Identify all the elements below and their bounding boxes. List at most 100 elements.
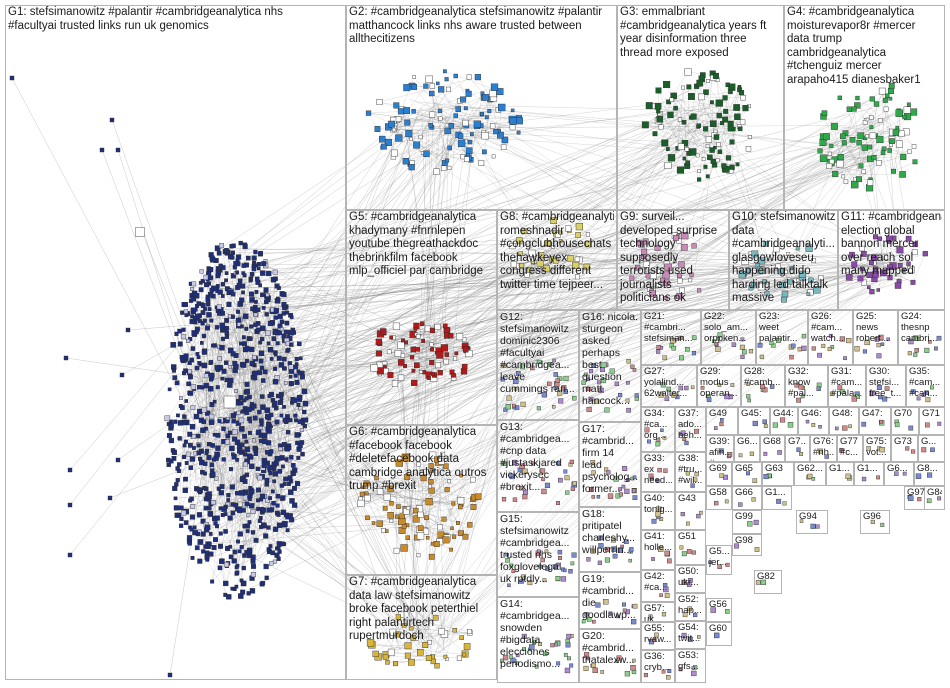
group-cell-g65: G65: [732, 462, 762, 486]
group-label: G38: #tru... #wil...: [678, 453, 703, 486]
group-label: G6...: [887, 463, 911, 474]
group-cell-g42: G42: #ca...: [641, 570, 675, 602]
group-cell-g69: G69: [706, 462, 732, 486]
group-cell-g57: G57: uk...: [641, 602, 675, 622]
group-cell-g11: G11: #cambridgeanalyt... election global…: [838, 210, 945, 310]
group-cell-g8: G8: #cambridgeanalytica romeshnadir #con…: [497, 210, 617, 310]
group-label: G36: cryb...: [644, 651, 672, 673]
group-cell-g19: G19: #cambrid... die goodlawp...: [579, 572, 641, 629]
group-cell-g25: G25: news robert...: [853, 310, 898, 365]
group-cell-g34: G34: #ca... org...: [641, 407, 675, 452]
group-label: G58: [709, 487, 729, 498]
group-label: G12: stefsimanowitz dominic2306 #faculty…: [500, 311, 576, 395]
group-cell-g47: G47:: [859, 407, 891, 435]
group-label: G55: rvaw...: [644, 623, 672, 645]
group-label: G45:: [741, 408, 767, 419]
group-label: G15: stefsimanowitz #cambridgea... trust…: [500, 513, 576, 585]
group-cell-g38: G38: #tru... #wil...: [675, 452, 706, 492]
group-cell-g53: G53: gfs...: [675, 649, 706, 683]
group-cell-g23: G23: weet palantir...: [756, 310, 808, 365]
group-cell-g68: G68: [760, 435, 785, 462]
group-label: G18: pritipatel charleshy... willperrin.…: [582, 508, 638, 556]
group-cell-g61: G6...: [734, 435, 760, 462]
group-label: G73: [894, 436, 915, 447]
group-cell-g60: G60: [706, 622, 732, 646]
group-cell-g51: G51: [675, 530, 706, 565]
group-cell-g43: G43: [675, 492, 706, 530]
group-label: G11: #cambridgeanalyt... election global…: [841, 211, 942, 279]
group-cell-g27: G27: yolalind... 62walter...: [641, 365, 697, 407]
group-cell-g59: G5... jer...: [706, 545, 732, 575]
group-label: G37: ado... beh...: [678, 408, 703, 441]
group-label: G43: [678, 493, 703, 504]
group-cell-g17: G17: #cambrid... firm 14 lead psycholog.…: [579, 422, 641, 507]
group-cell-g99: G99: [732, 510, 762, 534]
group-cell-g55: G55: rvaw...: [641, 622, 675, 650]
group-label: G82: [757, 571, 779, 582]
group-cell-g13: G13: #cambridgea... #cnp data #justaskja…: [497, 420, 579, 512]
group-cell-g35: G35: #cam... #can...: [906, 365, 945, 407]
group-cell-g44: G44:: [770, 407, 798, 435]
group-cell-g36: G36: cryb...: [641, 650, 675, 683]
group-cell-g4: G4: #cambridgeanalytica moisturevapor8r …: [784, 5, 945, 210]
group-cell-g76: G76: #nh...: [810, 435, 837, 462]
group-cell-g73: G73: [891, 435, 918, 462]
group-cell-g3: G3: emmalbriant #cambridgeanalytica year…: [617, 5, 784, 210]
group-label: G5... jer...: [709, 546, 729, 568]
group-label: G27: yolalind... 62walter...: [644, 366, 694, 399]
group-cell-g24: G24: thesnp cambri...: [898, 310, 945, 365]
group-label: G94: [799, 511, 825, 522]
group-label: G76: #nh...: [813, 436, 834, 458]
group-label: G77 #c...: [840, 436, 860, 458]
group-label: G10: stefsimanowitz data #cambridgeanaly…: [732, 211, 835, 306]
group-cell-g6x: G6...: [884, 462, 914, 486]
group-label: G1: stefsimanowitz #palantir #cambridgea…: [8, 6, 343, 33]
group-label: G35: #cam... #can...: [909, 366, 942, 399]
group-label: G68: [763, 436, 782, 447]
group-cell-g22: G22: solo_am... orppken...: [701, 310, 756, 365]
group-label: G...: [921, 436, 942, 447]
group-cell-g31: G31: #cam... #pala...: [828, 365, 866, 407]
group-label: G22: solo_am... orppken...: [704, 311, 753, 344]
group-label: G70: [894, 408, 916, 419]
group-label: G99: [735, 511, 759, 522]
group-label: G9: surveil... developed surprise techno…: [620, 211, 726, 306]
group-cell-g82: G82: [754, 570, 782, 594]
group-label: G56: [709, 599, 729, 610]
group-label: G30: stefsi... free_t...: [869, 366, 903, 399]
group-cell-g28: G28: #camb...: [741, 365, 785, 407]
group-cell-g18: G18: pritipatel charleshy... willperrin.…: [579, 507, 641, 572]
group-cell-g8x: G8...: [914, 462, 945, 486]
group-label: G46:: [801, 408, 826, 419]
group-cell-g71: G71: [919, 407, 945, 435]
group-label: G42: #ca...: [644, 571, 672, 593]
group-cell-g1c: G1...: [762, 486, 792, 510]
group-label: G33: ex need...: [644, 453, 672, 486]
group-label: G1...: [829, 463, 851, 474]
group-cell-g97: G97: [904, 486, 945, 510]
group-cell-g7: G7: #cambridgeanalytica data law stefsim…: [346, 575, 497, 680]
group-cell-g14: G14: #cambridgea... snowden #bigdata ele…: [497, 597, 579, 683]
group-label: G17: #cambrid... firm 14 lead psycholog.…: [582, 423, 638, 495]
group-label: G26: #cam... watch...: [811, 311, 850, 344]
group-cell-g26: G26: #cam... watch...: [808, 310, 853, 365]
group-label: G31: #cam... #pala...: [831, 366, 863, 399]
group-label: G28: #camb...: [744, 366, 782, 388]
group-label: G34: #ca... org...: [644, 408, 672, 441]
group-cell-g58: G58: [706, 486, 732, 510]
group-cell-gx: G...: [918, 435, 945, 462]
group-label: G23: weet palantir...: [759, 311, 805, 344]
group-label: G69: [709, 463, 729, 474]
group-cell-g7x: G7...: [785, 435, 810, 462]
group-cell-g30: G30: stefsi... free_t...: [866, 365, 906, 407]
group-cell-g9: G9: surveil... developed surprise techno…: [617, 210, 729, 310]
group-cell-g46: G46:: [798, 407, 829, 435]
group-label: G75: vot...: [866, 436, 888, 458]
group-label: G39: afin... #c...: [709, 436, 731, 462]
group-cell-g39: G39: afin... #c...: [706, 435, 734, 462]
group-cell-g1b: G1...: [854, 462, 884, 486]
group-cell-g52: G52: hap...: [675, 593, 706, 621]
group-label: G16: nicola... sturgeon asked perhaps be…: [582, 311, 638, 407]
group-cell-g33: G33: ex need...: [641, 452, 675, 492]
group-cell-g75: G75: vot...: [863, 435, 891, 462]
